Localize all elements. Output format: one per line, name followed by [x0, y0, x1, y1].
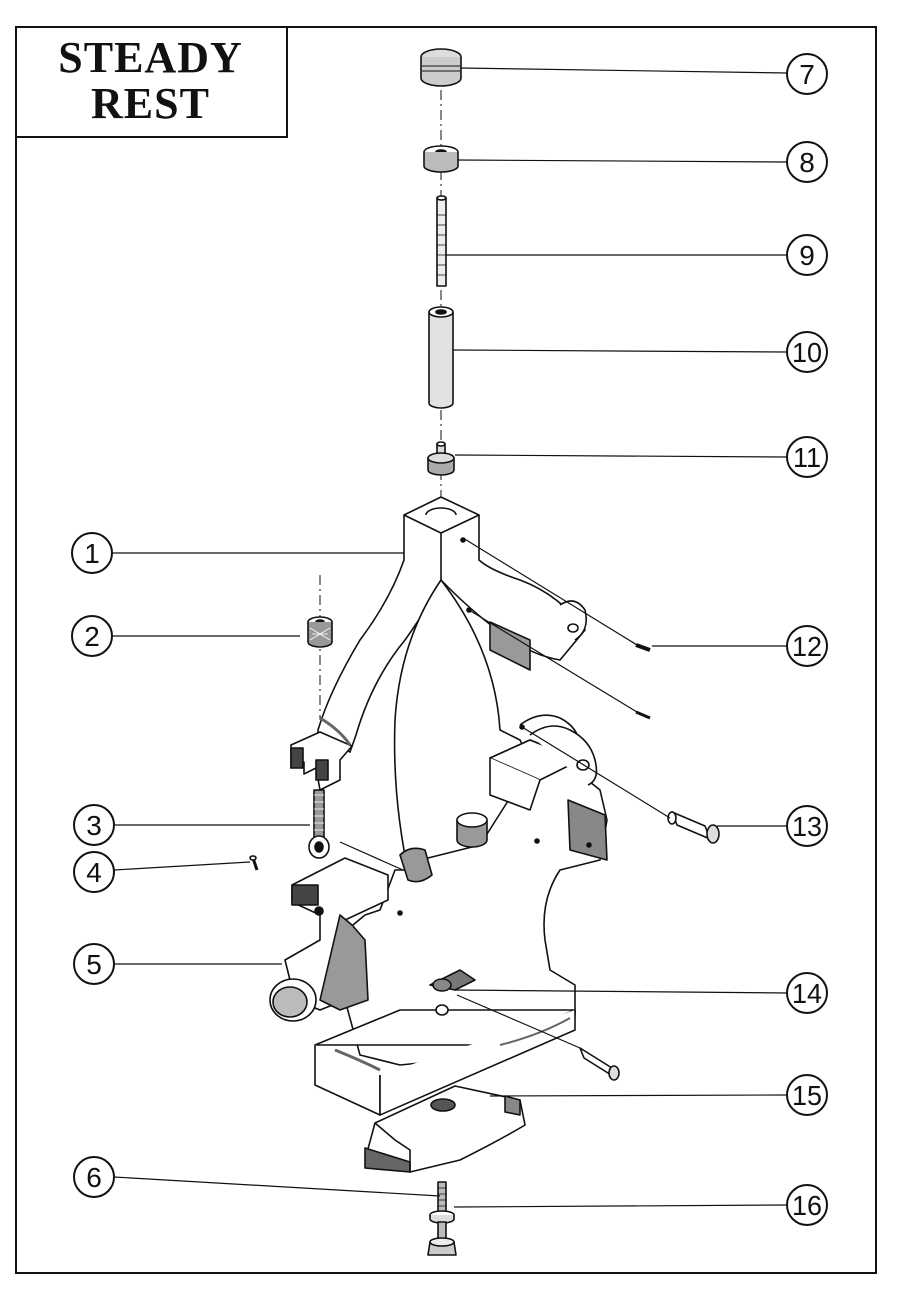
callout-15: 15 [786, 1074, 828, 1116]
part-9-rod [436, 195, 447, 287]
svg-text:7: 7 [799, 59, 815, 90]
part-8-collar [423, 145, 459, 173]
svg-text:15: 15 [792, 1080, 822, 1111]
svg-text:14: 14 [792, 978, 822, 1009]
part-13-pin [667, 811, 720, 844]
svg-text:3: 3 [86, 810, 102, 841]
svg-text:12: 12 [792, 631, 822, 662]
part-15-clamp-plate [364, 1085, 526, 1173]
callout-13: 13 [786, 805, 828, 847]
svg-text:6: 6 [86, 1162, 102, 1193]
callout-12: 12 [786, 625, 828, 667]
part-12-screws [635, 643, 651, 720]
callout-3: 3 [73, 804, 115, 846]
part-16-bolt [427, 1181, 457, 1256]
svg-text:10: 10 [792, 337, 822, 368]
callouts: 7 8 9 10 11 12 13 14 15 16 1 2 3 4 5 6 [71, 53, 828, 1226]
callout-16: 16 [786, 1184, 828, 1226]
callout-1: 1 [71, 532, 113, 574]
callout-2: 2 [71, 615, 113, 657]
drawing-frame [15, 26, 877, 1274]
part-7-cap [420, 48, 462, 87]
part-4-pin [249, 855, 259, 871]
svg-text:16: 16 [792, 1190, 822, 1221]
svg-text:2: 2 [84, 621, 100, 652]
part-3-eye-bolt [308, 789, 330, 859]
svg-text:4: 4 [86, 857, 102, 888]
callout-14: 14 [786, 972, 828, 1014]
callout-9: 9 [786, 234, 828, 276]
leader-lines [110, 67, 788, 1208]
svg-text:5: 5 [86, 949, 102, 980]
svg-text:11: 11 [793, 442, 821, 473]
part-14-pin [579, 1047, 620, 1081]
callout-7: 7 [786, 53, 828, 95]
callout-5: 5 [73, 943, 115, 985]
title-line-1: STEADY [58, 33, 243, 82]
svg-text:9: 9 [799, 240, 815, 271]
part-2-knurled-nut [307, 616, 333, 648]
base-slab [314, 969, 576, 1116]
callout-6: 6 [73, 1156, 115, 1198]
part-5-clamp [269, 847, 433, 1022]
svg-text:8: 8 [799, 147, 815, 178]
callout-10: 10 [786, 331, 828, 373]
part-1-upper-arch [290, 496, 588, 791]
callout-8: 8 [786, 141, 828, 183]
title-line-2: REST [91, 79, 210, 128]
svg-text:13: 13 [792, 811, 822, 842]
callout-4: 4 [73, 851, 115, 893]
title-box: STEADY REST [15, 26, 288, 138]
pivot-plug [456, 812, 488, 848]
lower-body [334, 579, 608, 1066]
svg-text:1: 1 [84, 538, 100, 569]
part-11-tip [427, 441, 455, 476]
part-10-sleeve [428, 306, 454, 409]
callout-11: 11 [786, 436, 828, 478]
